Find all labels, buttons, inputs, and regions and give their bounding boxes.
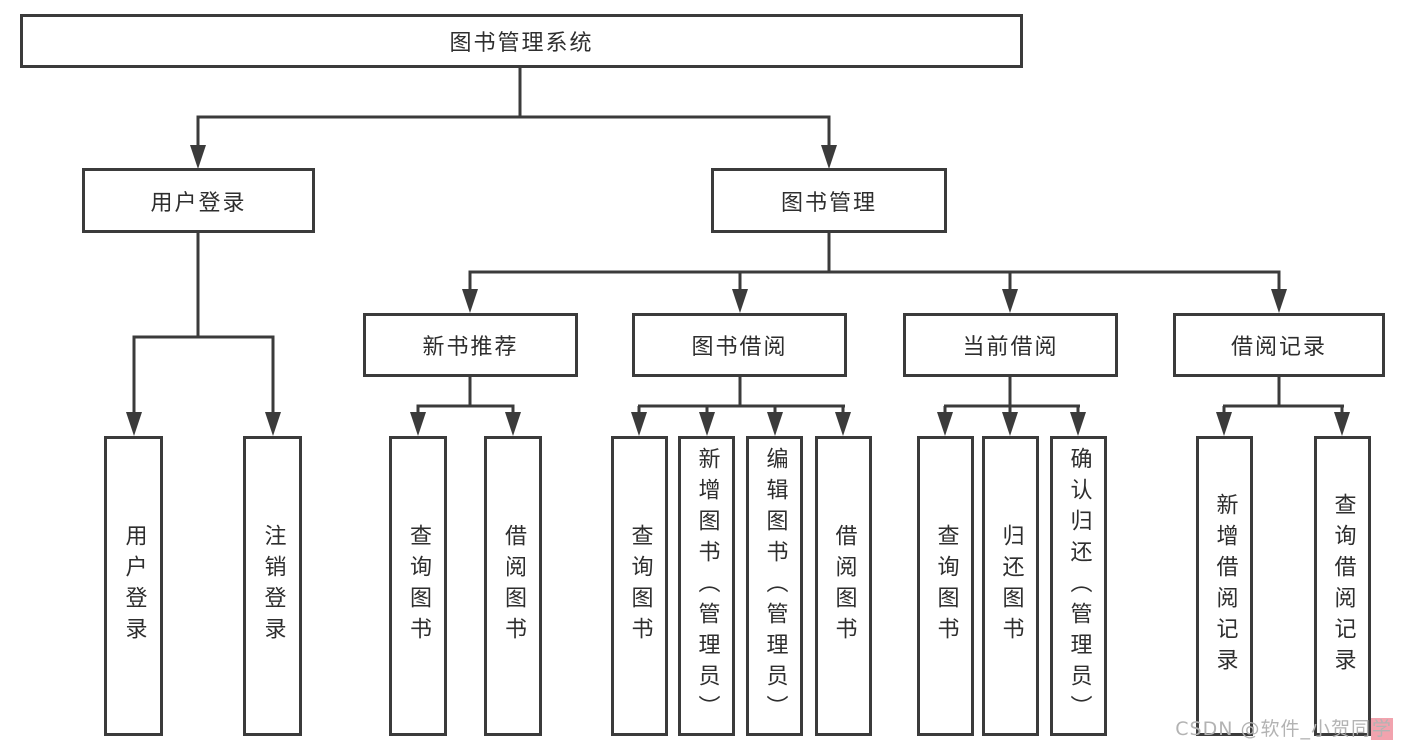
node-label: 图书管理系统: [449, 31, 594, 56]
node-label: 当前借阅: [962, 335, 1059, 360]
node-new-book-recommend: 新书推荐: [363, 313, 578, 377]
node-leaf-query-books-3: 查询图书: [917, 436, 974, 736]
node-leaf-logout: 注销登录: [243, 436, 302, 736]
node-leaf-add-book-admin: 新增图书（管理员）: [678, 436, 735, 736]
node-label: 编辑图书（管理员）: [762, 446, 788, 726]
node-leaf-query-books-1: 查询图书: [389, 436, 447, 736]
node-current-borrow: 当前借阅: [903, 313, 1118, 377]
node-label: 借阅图书: [831, 524, 857, 648]
connector-root-to-level2: [190, 68, 837, 169]
node-label: 查询图书: [933, 524, 959, 648]
node-label: 图书借阅: [691, 335, 788, 360]
node-leaf-borrow-books-2: 借阅图书: [815, 436, 872, 736]
watermark-text: CSDN @软件_小贺同: [1175, 718, 1371, 740]
node-root-library-system: 图书管理系统: [20, 14, 1023, 68]
node-book-management: 图书管理: [711, 168, 947, 233]
node-user-login: 用户登录: [82, 168, 315, 233]
node-leaf-user-login: 用户登录: [104, 436, 163, 736]
connector-book-borrow-children: [631, 377, 851, 436]
node-leaf-query-books-2: 查询图书: [611, 436, 668, 736]
node-label: 用户登录: [121, 524, 147, 648]
connector-new-book-rec-children: [410, 377, 521, 436]
node-label: 新增借阅记录: [1212, 493, 1238, 679]
node-leaf-borrow-books-1: 借阅图书: [484, 436, 542, 736]
node-label: 查询图书: [406, 524, 431, 648]
connector-current-borrow-children: [937, 377, 1086, 436]
connector-book-mgmt-children: [462, 233, 1287, 313]
node-label: 查询图书: [627, 524, 653, 648]
node-borrow-records: 借阅记录: [1173, 313, 1385, 377]
node-label: 确认归还（管理员）: [1066, 446, 1092, 726]
watermark-highlight: 学: [1370, 718, 1393, 740]
node-leaf-edit-book-admin: 编辑图书（管理员）: [746, 436, 803, 736]
connector-borrow-records-children: [1216, 377, 1350, 436]
node-label: 图书管理: [780, 190, 877, 216]
node-leaf-return-book: 归还图书: [982, 436, 1039, 736]
node-label: 归还图书: [998, 524, 1024, 648]
connector-user-login-children: [126, 233, 281, 436]
node-label: 用户登录: [150, 190, 247, 216]
node-label: 借阅记录: [1230, 335, 1327, 360]
node-label: 查询借阅记录: [1330, 493, 1356, 679]
node-leaf-confirm-return-admin: 确认归还（管理员）: [1050, 436, 1107, 736]
node-label: 借阅图书: [501, 524, 526, 648]
watermark: CSDN @软件_小贺同学: [1175, 714, 1393, 741]
node-label: 新增图书（管理员）: [694, 446, 720, 726]
node-label: 新书推荐: [422, 335, 519, 360]
node-label: 注销登录: [260, 524, 286, 648]
node-leaf-add-borrow-record: 新增借阅记录: [1196, 436, 1253, 736]
node-leaf-query-borrow-record: 查询借阅记录: [1314, 436, 1371, 736]
node-book-borrow: 图书借阅: [632, 313, 847, 377]
